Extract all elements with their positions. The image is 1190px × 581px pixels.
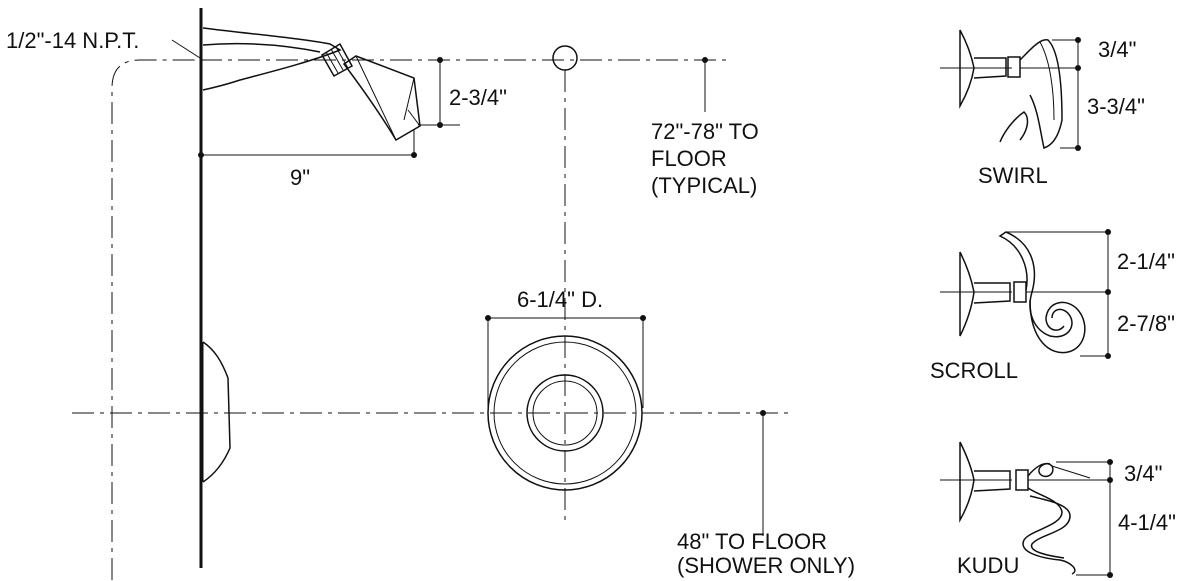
swirl-dim-bottom: 3-3/4": [1087, 94, 1145, 119]
variant-swirl: [940, 29, 1081, 151]
valve-escutcheon-side: [202, 341, 231, 483]
kudu-dim-bottom: 4-1/4": [1118, 510, 1176, 535]
valve-label-line1: 48" TO FLOOR: [677, 529, 827, 554]
diameter-dimension: [485, 315, 646, 408]
reach-label: 9": [290, 165, 310, 190]
valve-label-line2: (SHOWER ONLY): [677, 553, 855, 578]
valve-trim-front: [487, 335, 643, 491]
shower-arm-assembly: [202, 27, 421, 142]
scroll-dim-bottom: 2-7/8": [1117, 311, 1175, 336]
supply-pipe-centerline: [111, 59, 200, 580]
npt-leader: [171, 39, 201, 59]
swirl-name: SWIRL: [978, 163, 1048, 188]
height-label-line3: (TYPICAL): [651, 173, 757, 198]
centerline-marker: [552, 45, 578, 71]
diameter-label: 6-1/4" D.: [517, 287, 603, 312]
swirl-dim-top: 3/4": [1098, 37, 1136, 62]
height-label-line2: FLOOR: [651, 146, 727, 171]
kudu-name: KUDU: [957, 553, 1019, 578]
reach-dimension: [198, 130, 417, 158]
npt-label: 1/2"-14 N.P.T.: [6, 28, 139, 53]
height-label-line1: 72"-78" TO: [651, 119, 759, 144]
variant-kudu: [940, 441, 1113, 578]
scroll-name: SCROLL: [930, 358, 1018, 383]
variant-scroll: [940, 229, 1111, 359]
drop-label: 2-3/4": [449, 85, 507, 110]
drop-dimension: [418, 57, 460, 128]
kudu-dim-top: 3/4": [1124, 461, 1162, 486]
scroll-dim-top: 2-1/4": [1117, 249, 1175, 274]
